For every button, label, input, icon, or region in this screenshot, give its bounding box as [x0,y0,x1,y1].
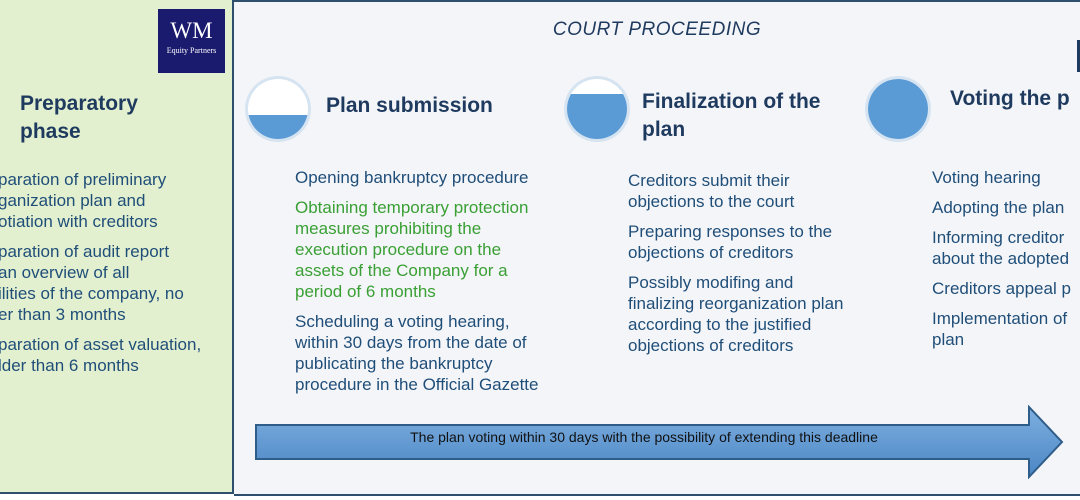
bullet-line: objections of creditors [628,336,794,355]
bullet-line: Obtaining temporary protection [295,198,529,217]
bullet-item-highlighted: Obtaining temporary protection measures … [295,197,585,302]
bullet-line: er than 3 months [0,305,126,324]
bullet-line: Informing creditor [932,228,1065,247]
bullet-item: Implementation of plan [932,308,1080,350]
bullet-line: ilities of the company, no [0,284,184,303]
bullet-item: Adopting the plan [932,197,1080,218]
logo-letters: WM [170,18,213,43]
bullet-line: measures prohibiting the [295,219,482,238]
arrow-shape [255,404,1064,480]
phase-title-line: phase [20,120,81,143]
bullet-line: Implementation of [932,309,1068,328]
bullet-line: according to the justified [628,315,812,334]
voting-bullets: Voting hearing Adopting the plan Informi… [932,167,1080,359]
bullet-line: assets of the Company for a [295,261,508,280]
bullet-line: Possibly modifing and [628,273,794,292]
plan-submission-bullets: Opening bankruptcy procedure Obtaining t… [295,167,585,404]
finalization-bullets: Creditors submit their objections to the… [628,170,888,365]
circle-fill [567,94,627,139]
bullet-item: Voting hearing [932,167,1080,188]
bullet-line: Preparing responses to the [628,222,833,241]
bullet-line: Voting hearing [932,168,1041,187]
bullet-item: paration of asset valuation, lder than 6… [0,334,230,376]
court-proceeding-panel: COURT PROCEEDING [234,0,1080,496]
bullet-line: within 30 days from the date of [295,333,527,352]
bullet-item: paration of audit report an overview of … [0,241,230,325]
voting-progress-icon [868,79,928,139]
phase-title-line: Voting the p [950,87,1070,110]
bullet-line: Scheduling a voting hearing, [295,312,510,331]
bullet-line: objections to the court [628,192,795,211]
bullet-line: Opening bankruptcy procedure [295,168,529,187]
bullet-item: Opening bankruptcy procedure [295,167,585,188]
bullet-line: finalizing reorganization plan [628,294,844,313]
bullet-line: paration of asset valuation, [0,335,202,354]
bullet-item: Creditors submit their objections to the… [628,170,888,212]
bullet-item: Possibly modifing and finalizing reorgan… [628,272,888,356]
bullet-item: Preparing responses to the objections of… [628,221,888,263]
bullet-line: lder than 6 months [0,356,139,375]
bullet-item: paration of preliminary ganization plan … [0,169,230,232]
bullet-item: Scheduling a voting hearing, within 30 d… [295,311,585,395]
bullet-line: procedure in the Official Gazette [295,375,539,394]
bullet-line: paration of preliminary [0,170,167,189]
phase-title-line: Plan submission [326,94,493,117]
circle-fill [248,115,308,139]
phase-title-line: Finalization of the [642,90,821,113]
bullet-line: Creditors submit their [628,171,790,190]
phase-title-line: Preparatory [20,92,138,115]
timeline-arrow-label: The plan voting within 30 days with the … [410,429,878,445]
finalization-progress-icon [567,79,627,139]
phase-title-voting: Voting the p [950,85,1070,113]
bullet-line: plan [932,330,965,349]
preparatory-panel: WM Equity Partners Preparatory phase par… [0,0,234,494]
phase-title-finalization: Finalization of the plan [642,88,821,144]
plan-submission-progress-icon [248,79,308,139]
bullet-line: execution procedure on the [295,240,502,259]
bullet-line: an overview of all [0,263,130,282]
panel-edge-mark [1077,40,1080,72]
phase-title-line: plan [642,118,686,141]
phase-title-plan-submission: Plan submission [326,92,493,120]
timeline-arrow: The plan voting within 30 days with the … [254,404,1064,480]
bullet-line: Creditors appeal p [932,279,1071,298]
bullet-line: objections of creditors [628,243,794,262]
bullet-line: about the adopted [932,249,1070,268]
bullet-item: Informing creditor about the adopted [932,227,1080,269]
bullet-item: Creditors appeal p [932,278,1080,299]
bullet-line: Adopting the plan [932,198,1065,217]
circle-fill [868,79,928,139]
wm-logo: WM Equity Partners [158,9,225,73]
preparatory-bullets: paration of preliminary ganization plan … [0,169,230,385]
court-proceeding-title: COURT PROCEEDING [552,19,762,40]
bullet-line: publicating the bankruptcy [295,354,493,373]
phase-title-preparatory: Preparatory phase [20,90,138,146]
bullet-line: otiation with creditors [0,212,158,231]
logo-subtitle: Equity Partners [166,46,217,55]
bullet-line: ganization plan and [0,191,146,210]
bullet-line: paration of audit report [0,242,170,261]
bullet-line: period of 6 months [295,282,436,301]
